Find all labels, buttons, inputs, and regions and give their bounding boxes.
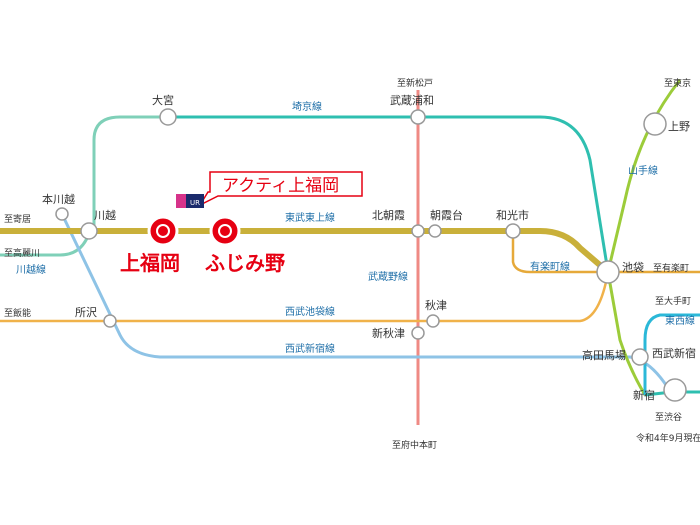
tozai-line xyxy=(643,313,700,395)
label-musashino-line: 武蔵野線 xyxy=(368,270,408,283)
label-shinjuku: 新宿 xyxy=(633,388,655,402)
kawagoe-line-west xyxy=(0,235,90,257)
dir-hanno: 至飯能 xyxy=(4,307,31,319)
label-takadanobaba: 高田馬場 xyxy=(582,348,626,362)
label-saikyo-line: 埼京線 xyxy=(292,100,322,113)
label-seibu-shinjuku: 西武新宿 xyxy=(652,346,696,360)
tojo-line xyxy=(0,228,610,275)
station-asakadai xyxy=(428,224,442,238)
ur-logo: UR xyxy=(176,194,204,208)
dir-otemachi: 至大手町 xyxy=(655,295,691,307)
station-wakoshi xyxy=(505,223,521,239)
label-ikebukuro: 池袋 xyxy=(622,260,644,274)
station-ueno xyxy=(643,112,667,136)
label-shin-akitsu: 新秋津 xyxy=(372,326,405,340)
dir-yorii: 至寄居 xyxy=(4,213,31,225)
label-shinjuku-line: 西武新宿線 xyxy=(285,342,335,355)
callout-text: アクティ上福岡 xyxy=(222,176,339,196)
footnote: 令和4年9月現在 xyxy=(636,432,700,444)
dir-komagawa: 至高麗川 xyxy=(4,247,40,259)
station-honkawagoe xyxy=(55,207,69,221)
dir-shibuya: 至渋谷 xyxy=(655,411,682,423)
label-tojo-line: 東武東上線 xyxy=(285,211,335,224)
label-honkawagoe: 本川越 xyxy=(42,192,75,206)
label-ikebukuro-line: 西武池袋線 xyxy=(285,305,335,318)
yamanote-line xyxy=(606,79,682,396)
dir-shin-matsudo: 至新松戸 xyxy=(397,77,433,89)
svg-text:UR: UR xyxy=(190,199,200,207)
label-ueno: 上野 xyxy=(668,120,690,133)
label-wakoshi: 和光市 xyxy=(496,208,529,222)
callout: アクティ上福岡 xyxy=(197,171,363,207)
label-yurakucho-line: 有楽町線 xyxy=(530,260,570,273)
station-kitaasaka xyxy=(411,224,425,238)
dir-yurakucho-end: 至有楽町 xyxy=(653,262,689,274)
kawagoe-line xyxy=(80,115,175,233)
highlight-stations xyxy=(147,215,241,247)
label-asakadai: 朝霞台 xyxy=(430,208,463,222)
station-takadanobaba xyxy=(631,348,649,366)
label-kawagoe: 川越 xyxy=(94,208,116,222)
label-tozai-line: 東西線 xyxy=(665,314,695,327)
saikyo-line xyxy=(175,115,610,273)
station-shinjuku xyxy=(663,378,687,402)
station-tokorozawa xyxy=(103,314,117,328)
station-musashi-urawa xyxy=(410,109,426,125)
station-omiya xyxy=(159,108,177,126)
fujimino-label: ふじみ野 xyxy=(205,251,285,275)
label-tokorozawa: 所沢 xyxy=(75,305,97,319)
label-omiya: 大宮 xyxy=(152,93,174,107)
dir-tokyo: 至東京 xyxy=(664,77,691,89)
label-yamanote-line: 山手線 xyxy=(628,164,658,177)
dir-fuchu: 至府中本町 xyxy=(392,439,437,451)
station-shin-akitsu xyxy=(411,326,425,340)
label-kitaasaka: 北朝霞 xyxy=(372,209,405,222)
label-akitsu: 秋津 xyxy=(425,298,447,312)
kamifukuoka-label: 上福岡 xyxy=(120,251,180,275)
station-ikebukuro xyxy=(596,260,620,284)
station-kawagoe xyxy=(80,222,98,240)
label-kawagoe-line: 川越線 xyxy=(16,263,46,276)
station-nodes xyxy=(55,108,687,402)
station-akitsu xyxy=(426,314,440,328)
yurakucho-line xyxy=(511,231,700,274)
label-musashi-urawa: 武蔵浦和 xyxy=(390,94,434,107)
seibu-shinjuku-line xyxy=(60,213,670,389)
